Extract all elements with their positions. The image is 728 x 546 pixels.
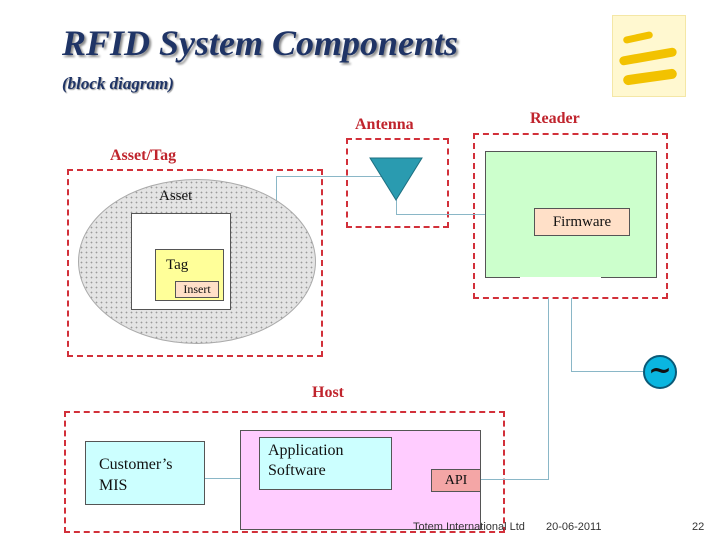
asset-ellipse xyxy=(78,179,316,344)
power-supply-icon: ~ xyxy=(643,355,677,389)
antenna-group xyxy=(346,138,449,228)
api-box: API xyxy=(431,469,481,492)
customer-mis-line1: Customer’s xyxy=(99,456,173,473)
antenna-stem xyxy=(396,200,397,214)
asset-label: Asset xyxy=(159,188,193,204)
page-title: RFID System Components xyxy=(62,23,459,63)
footer-page-number: 22 xyxy=(692,521,705,533)
footer-company: Totem International Ltd xyxy=(413,521,525,533)
mis-app-line xyxy=(204,478,240,479)
reader-host-line-v xyxy=(548,298,549,480)
reader-group xyxy=(473,133,668,299)
antenna-label: Antenna xyxy=(355,116,414,133)
reader-power-line xyxy=(571,298,572,372)
logo-icon xyxy=(612,15,686,97)
firmware-box: Firmware xyxy=(534,208,630,236)
antenna-icon xyxy=(369,157,423,201)
tag-label: Tag xyxy=(166,257,189,273)
power-line xyxy=(571,371,643,372)
host-group xyxy=(64,411,505,533)
asset-tag-label: Asset/Tag xyxy=(110,147,177,164)
footer-date: 20-06-2011 xyxy=(546,521,602,533)
insert-box: Insert xyxy=(175,281,219,298)
page-subtitle: (block diagram) xyxy=(62,74,174,93)
antenna-reader-line xyxy=(396,214,486,215)
reader-host-line-h xyxy=(480,479,549,480)
asset-tag-group xyxy=(67,169,323,357)
application-software-line1: Application xyxy=(268,442,344,459)
reader-label: Reader xyxy=(530,110,580,127)
reader-port xyxy=(520,277,601,280)
application-software-line2: Software xyxy=(268,462,326,479)
antenna-feed-line xyxy=(276,176,396,177)
customer-mis-line2: MIS xyxy=(99,477,128,494)
antenna-feed-drop xyxy=(276,176,277,216)
application-software-box xyxy=(259,437,392,490)
customer-mis-box xyxy=(85,441,205,505)
host-label: Host xyxy=(312,384,344,401)
